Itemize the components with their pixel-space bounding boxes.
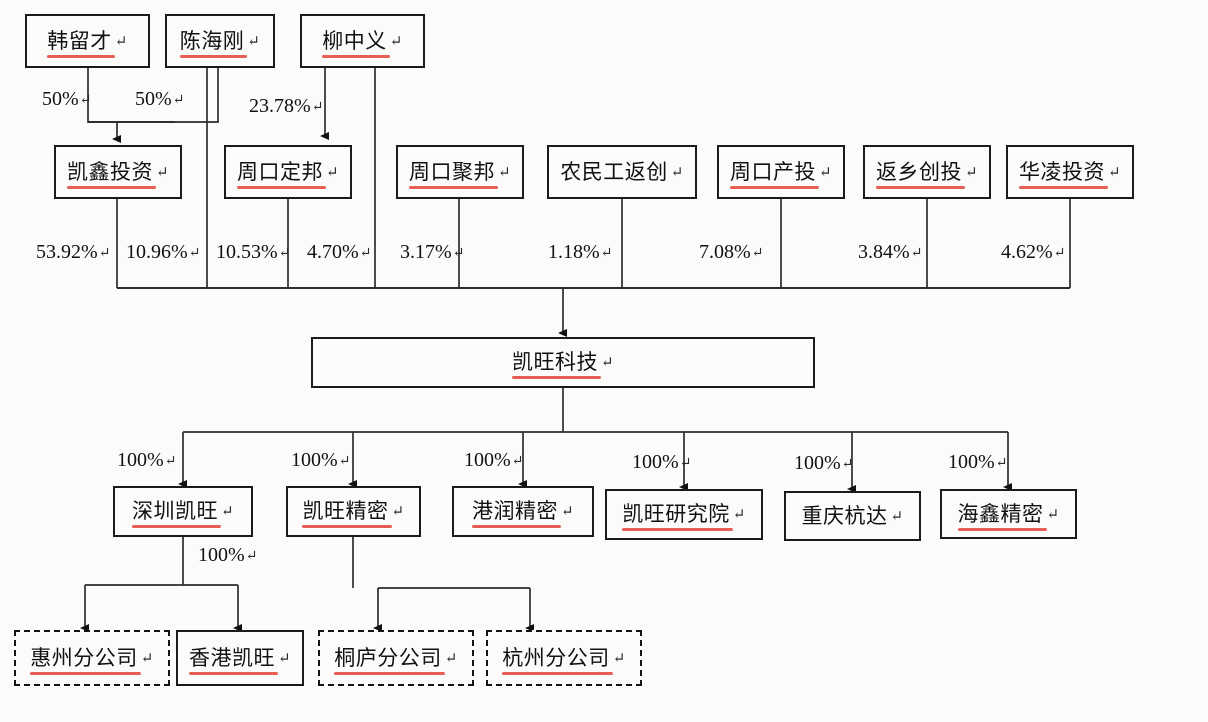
node-subsidiary-jingmi[interactable]: 凯旺精密↵ bbox=[286, 486, 421, 537]
node-holder-dingbang[interactable]: 周口定邦↵ bbox=[224, 145, 352, 199]
edge-label-jubang-pct: 3.17%↵ bbox=[400, 241, 465, 263]
edge-label-fanxiang-pct: 3.84%↵ bbox=[858, 241, 923, 263]
node-label: 返乡创投↵ bbox=[875, 159, 979, 189]
node-subsidiary-shenzhen[interactable]: 深圳凯旺↵ bbox=[113, 486, 253, 537]
edge-label-shenzhen-pct: 100%↵ bbox=[198, 544, 258, 566]
edge-label-sub2-pct: 100%↵ bbox=[291, 449, 351, 471]
node-label: 港润精密↵ bbox=[471, 499, 575, 528]
node-person-chen[interactable]: 陈海刚↵ bbox=[165, 14, 275, 68]
node-holder-hualing[interactable]: 华凌投资↵ bbox=[1006, 145, 1134, 199]
node-label: 凯鑫投资↵ bbox=[66, 159, 170, 189]
node-subsidiary-haixin[interactable]: 海鑫精密↵ bbox=[940, 489, 1077, 539]
node-holder-chantou[interactable]: 周口产投↵ bbox=[717, 145, 845, 199]
node-holder-fanxiang[interactable]: 返乡创投↵ bbox=[863, 145, 991, 199]
node-label: 重庆杭达↵ bbox=[801, 503, 904, 528]
node-label: 凯旺精密↵ bbox=[302, 499, 405, 528]
edge-label-dingbang-pct: 10.53%↵ bbox=[216, 241, 291, 263]
edge-label-liu-to-dingbang: 23.78%↵ bbox=[249, 95, 324, 117]
node-holder-jubang[interactable]: 周口聚邦↵ bbox=[396, 145, 524, 199]
edge-label-chen-to-kaixin: 50%↵ bbox=[135, 88, 185, 110]
node-person-liu[interactable]: 柳中义↵ bbox=[300, 14, 425, 68]
node-label: 柳中义↵ bbox=[322, 28, 403, 58]
node-person-han[interactable]: 韩留才↵ bbox=[25, 14, 150, 68]
node-label: 周口产投↵ bbox=[729, 159, 833, 189]
edge-label-chantou-pct: 7.08%↵ bbox=[699, 241, 764, 263]
edge-label-han-to-kaixin: 50%↵ bbox=[42, 88, 92, 110]
node-subsidiary-gangrun[interactable]: 港润精密↵ bbox=[452, 486, 594, 537]
node-subsidiary-yanjiu[interactable]: 凯旺研究院↵ bbox=[605, 489, 763, 540]
node-label: 凯旺研究院↵ bbox=[622, 502, 746, 531]
node-center-kaiwang[interactable]: 凯旺科技↵ bbox=[311, 337, 815, 388]
node-label: 陈海刚↵ bbox=[179, 28, 261, 58]
node-label: 杭州分公司↵ bbox=[502, 645, 626, 675]
edge-label-chen-pct: 10.96%↵ bbox=[126, 241, 201, 263]
edge-label-sub3-pct: 100%↵ bbox=[464, 449, 524, 471]
edge-label-sub5-pct: 100%↵ bbox=[794, 452, 854, 474]
node-branch-huizhou[interactable]: 惠州分公司↵ bbox=[14, 630, 170, 686]
node-branch-tonglu[interactable]: 桐庐分公司↵ bbox=[318, 630, 474, 686]
node-holder-kaixin[interactable]: 凯鑫投资↵ bbox=[54, 145, 182, 199]
node-label: 香港凯旺↵ bbox=[188, 645, 292, 675]
edge-label-nongmin-pct: 1.18%↵ bbox=[548, 241, 613, 263]
node-subsidiary-hangda[interactable]: 重庆杭达↵ bbox=[784, 491, 921, 541]
node-label: 韩留才↵ bbox=[47, 28, 128, 58]
node-branch-hangzhou[interactable]: 杭州分公司↵ bbox=[486, 630, 642, 686]
node-branch-hongkong[interactable]: 香港凯旺↵ bbox=[176, 630, 304, 686]
edge-label-kaixin-pct: 53.92%↵ bbox=[36, 241, 111, 263]
node-label: 海鑫精密↵ bbox=[957, 501, 1060, 531]
node-label: 周口聚邦↵ bbox=[408, 159, 512, 189]
edge-label-liu-pct: 4.70%↵ bbox=[307, 241, 372, 263]
edge-label-sub6-pct: 100%↵ bbox=[948, 451, 1008, 473]
node-label: 深圳凯旺↵ bbox=[131, 499, 235, 528]
node-label: 华凌投资↵ bbox=[1018, 159, 1122, 189]
edge-label-hualing-pct: 4.62%↵ bbox=[1001, 241, 1066, 263]
node-holder-nongmin[interactable]: 农民工返创↵ bbox=[547, 145, 697, 199]
node-label: 惠州分公司↵ bbox=[30, 645, 154, 675]
edge-label-sub4-pct: 100%↵ bbox=[632, 451, 692, 473]
node-label: 桐庐分公司↵ bbox=[334, 645, 458, 675]
node-label: 农民工返创↵ bbox=[560, 159, 684, 184]
node-label: 周口定邦↵ bbox=[236, 159, 340, 189]
edge-label-sub1-pct: 100%↵ bbox=[117, 449, 177, 471]
node-label: 凯旺科技↵ bbox=[511, 350, 615, 379]
